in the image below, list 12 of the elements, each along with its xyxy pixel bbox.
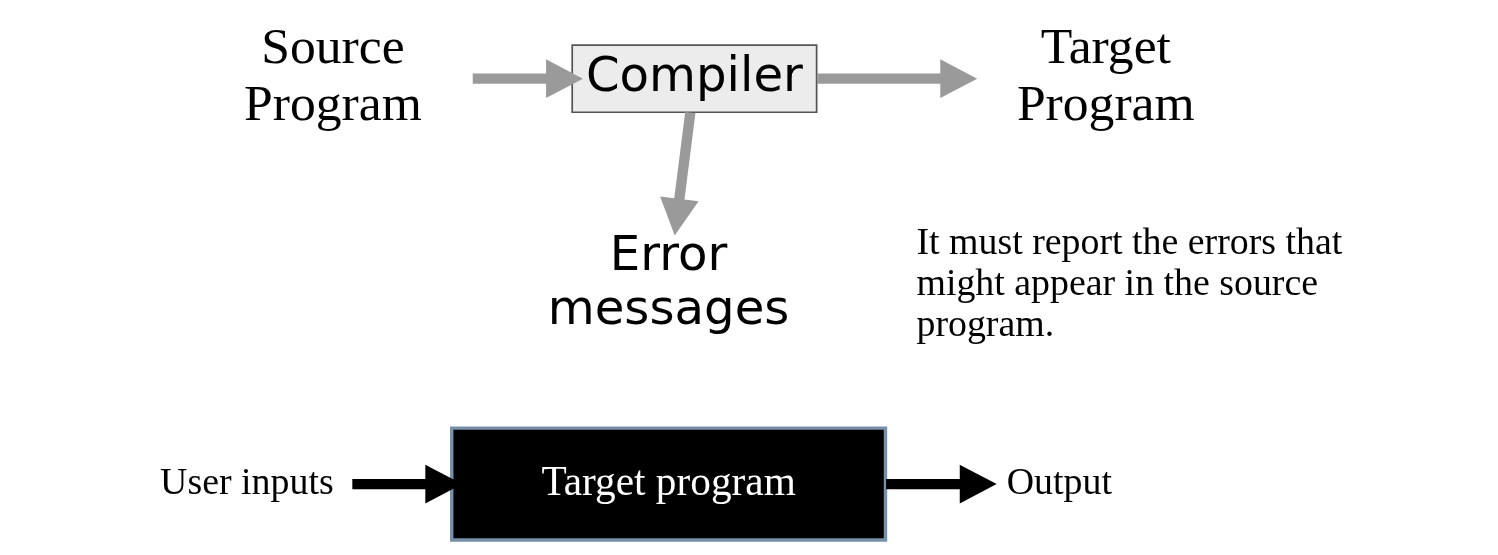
arrow bbox=[816, 59, 977, 99]
arrow bbox=[659, 111, 699, 236]
arrow bbox=[885, 464, 997, 504]
node-text: Target Program bbox=[1016, 17, 1195, 131]
node-text: Error messages bbox=[547, 225, 789, 335]
node-text: User inputs bbox=[159, 459, 334, 502]
node-text: Source Program bbox=[243, 17, 422, 131]
label: It must report the errors that might appear in the source program. bbox=[915, 219, 1342, 345]
node-text: Output bbox=[1006, 459, 1112, 502]
node-box: Compiler bbox=[570, 44, 817, 114]
arrow bbox=[472, 59, 583, 99]
node-box: Target program bbox=[449, 426, 887, 542]
